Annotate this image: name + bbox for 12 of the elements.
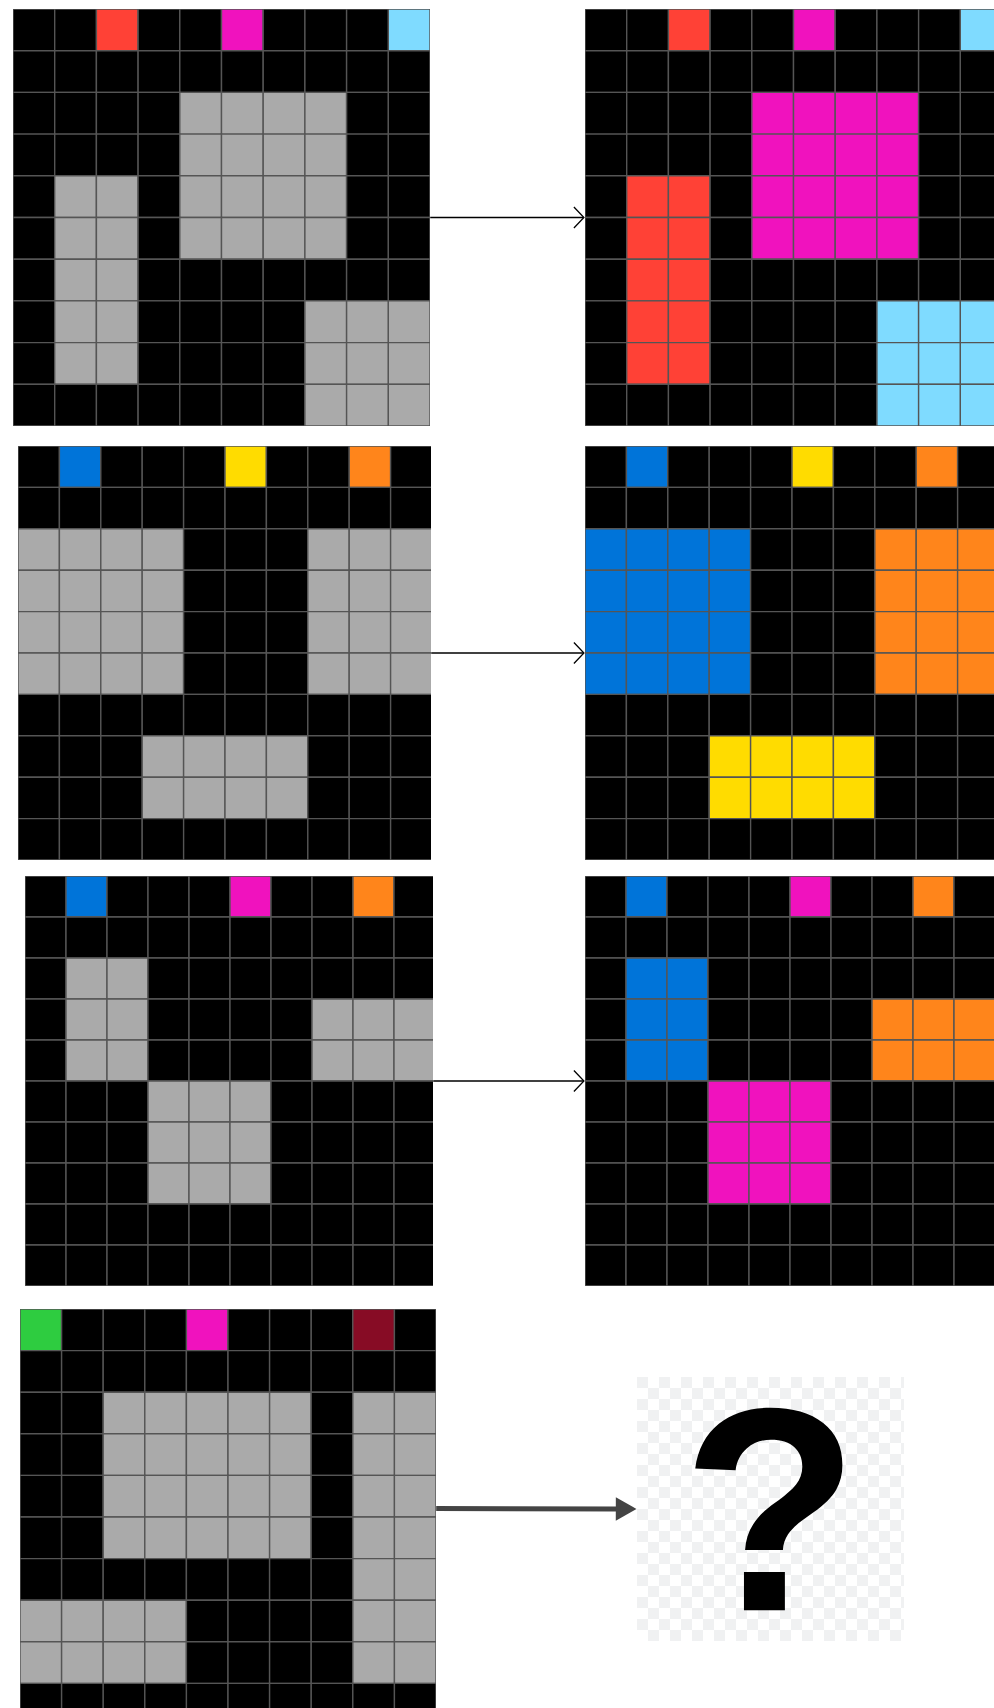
grid-drawing xyxy=(585,446,994,860)
grid-drawing xyxy=(13,9,430,426)
grid-drawing xyxy=(25,876,433,1286)
arrow xyxy=(429,206,585,229)
grid-drawing xyxy=(18,446,431,860)
grid-drawing xyxy=(585,9,994,426)
question-mark-tile: ? xyxy=(637,1377,904,1641)
node-label: ? xyxy=(695,1407,843,1611)
grid-drawing xyxy=(585,876,994,1286)
arrow xyxy=(432,1069,585,1093)
grid-drawing xyxy=(20,1309,436,1708)
arrow xyxy=(430,641,585,665)
